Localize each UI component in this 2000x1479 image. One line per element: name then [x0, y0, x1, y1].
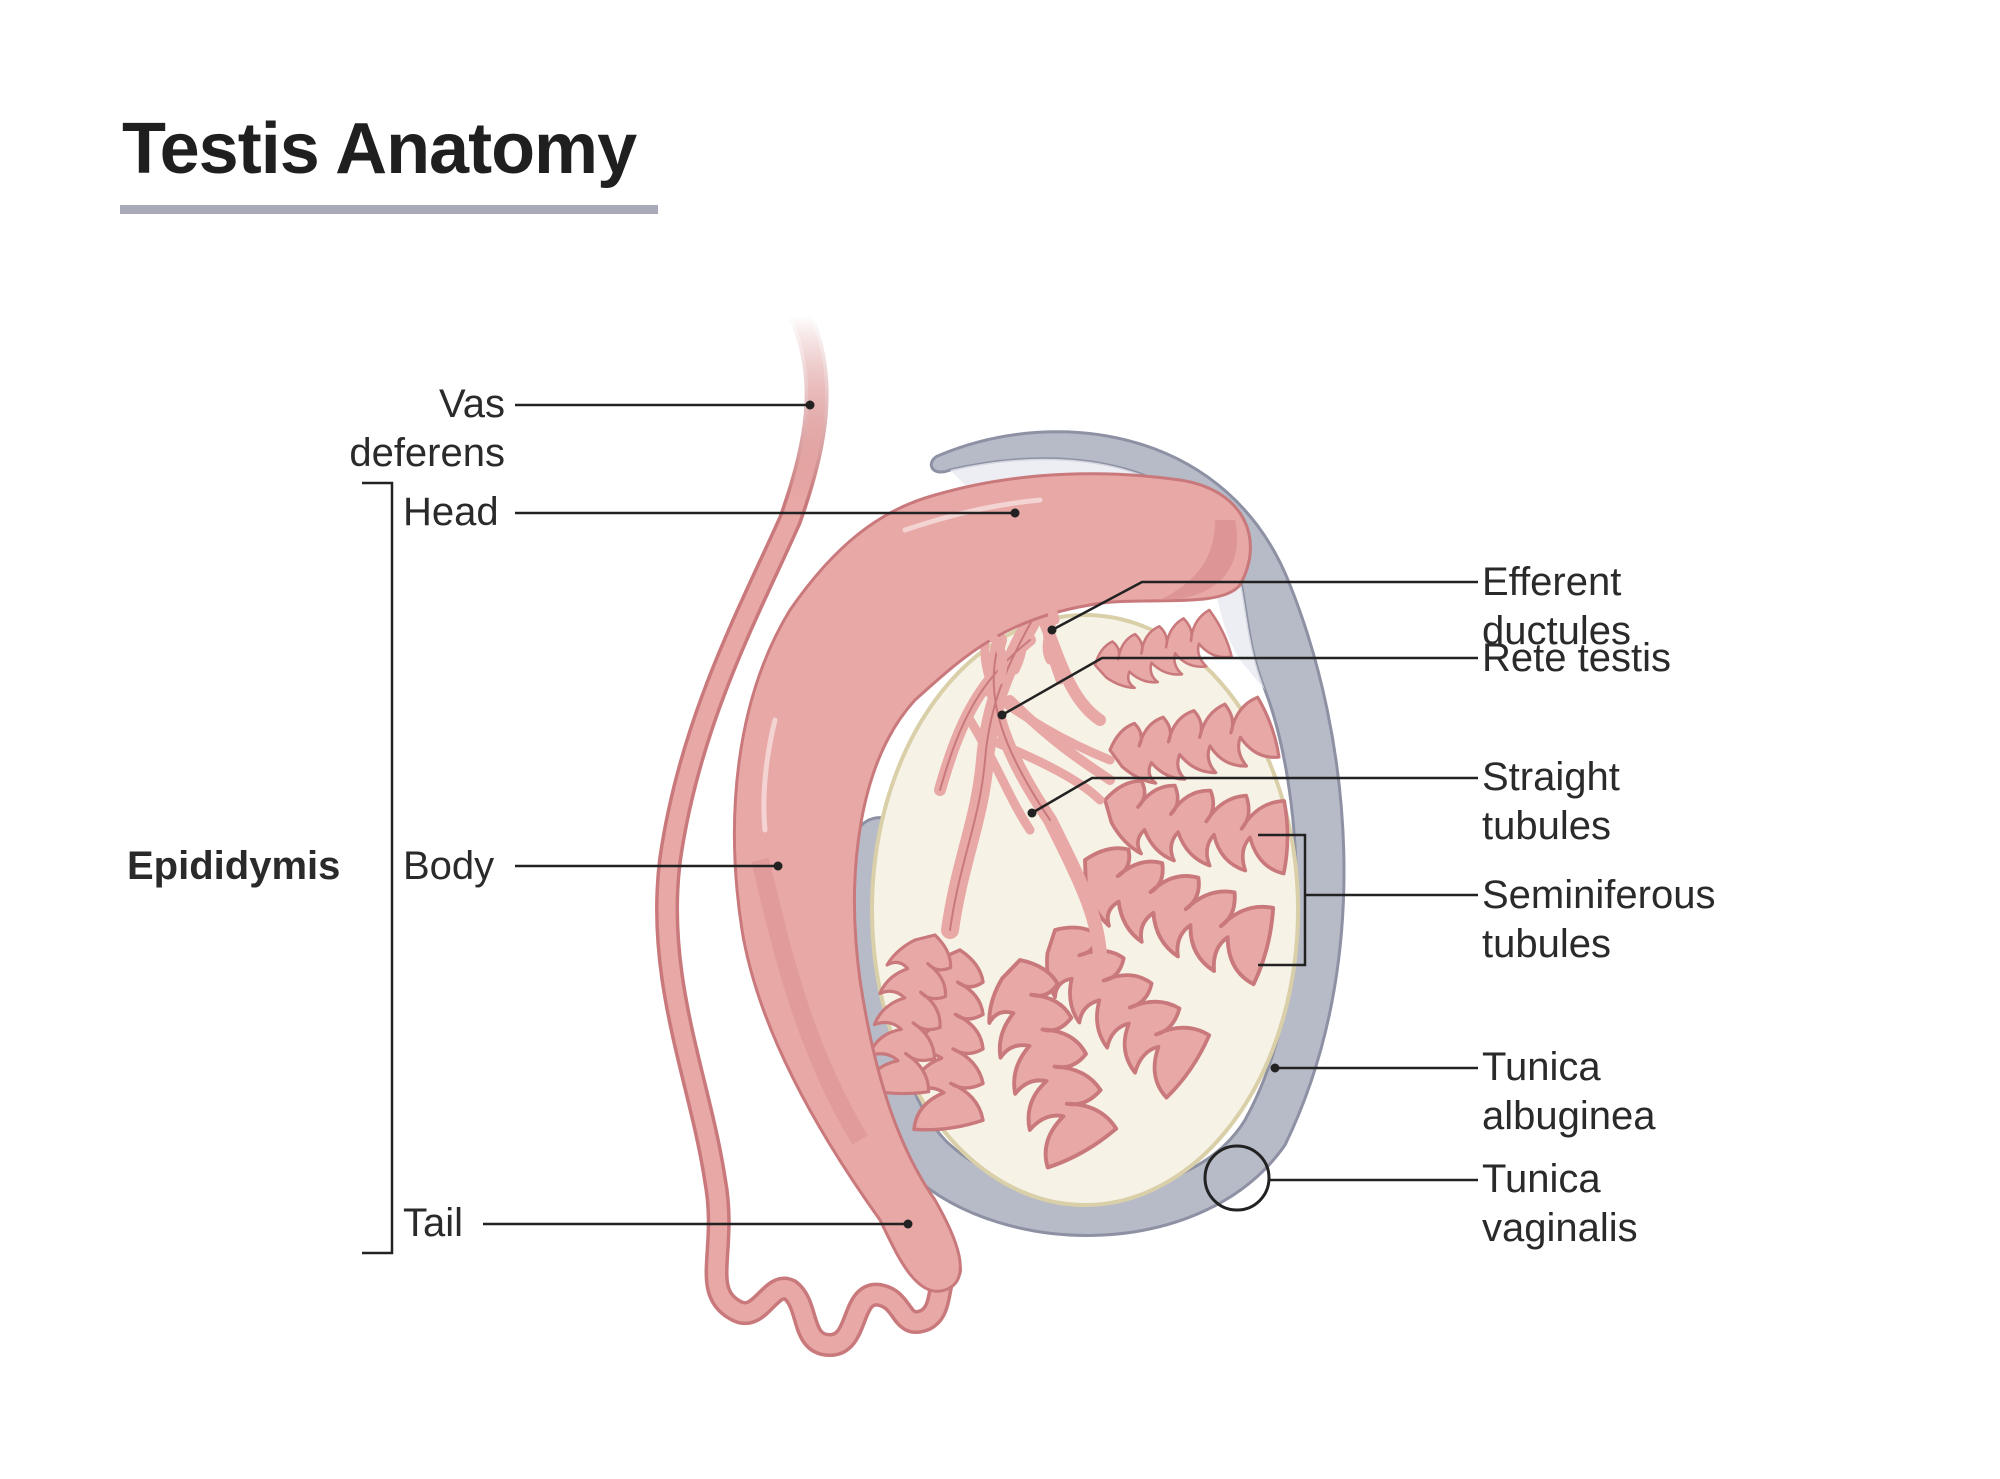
- efferent-ductules: [965, 586, 1060, 685]
- page-title: Testis Anatomy: [122, 109, 637, 189]
- label-tail: Tail: [403, 1201, 464, 1245]
- label-vas-deferens: Vas deferens: [349, 382, 505, 475]
- title-underline: [120, 205, 658, 214]
- leader-dots: [773, 400, 1280, 1229]
- label-seminiferous-tubules: Seminiferous tubules: [1482, 873, 1716, 966]
- label-tunica-albuginea: Tunica albuginea: [1482, 1045, 1656, 1138]
- label-head: Head: [403, 490, 499, 534]
- label-body: Body: [403, 844, 495, 888]
- tunica-vaginalis-highlight: [1203, 1144, 1271, 1212]
- label-epididymis: Epididymis: [127, 844, 341, 888]
- label-efferent-ductules: Efferent ductules: [1482, 560, 1631, 653]
- epididymis: [733, 472, 1252, 1293]
- label-tunica-vaginalis: Tunica vaginalis: [1482, 1157, 1638, 1250]
- vas-deferens-fill: [658, 306, 959, 1354]
- label-straight-tubules: Straight tubules: [1482, 755, 1620, 848]
- label-rete-testis: Rete testis: [1482, 636, 1671, 680]
- leader-lines: [362, 403, 1478, 1255]
